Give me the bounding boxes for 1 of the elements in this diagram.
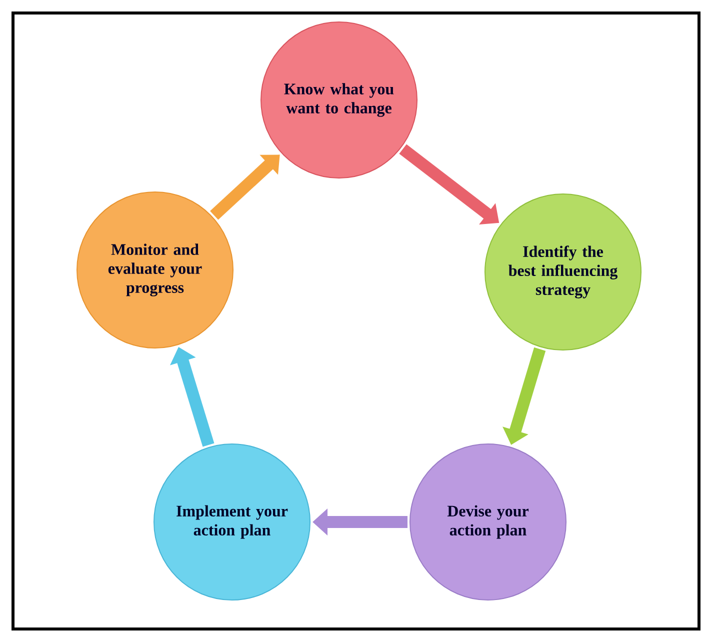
block-arrow: [210, 154, 280, 220]
